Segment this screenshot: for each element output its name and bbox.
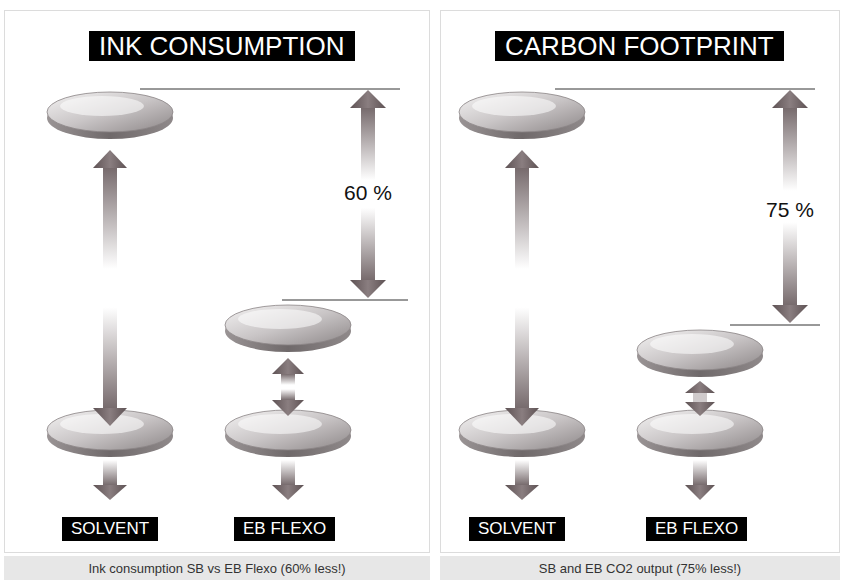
caption-band: SB and EB CO2 output (75% less!) bbox=[440, 556, 840, 580]
box-text: EB FLEXO bbox=[243, 519, 326, 538]
caption-text: SB and EB CO2 output (75% less!) bbox=[539, 561, 741, 576]
process-label-box: SOLVENT bbox=[469, 517, 565, 541]
box-text: SOLVENT bbox=[71, 519, 149, 538]
panel: CARBON FOOTPRINT SOLVENT EB FLEXO bbox=[440, 10, 840, 553]
box-text: EB FLEXO bbox=[655, 519, 738, 538]
panel: INK CONSUMPTION SOLVENT EB FLEXO bbox=[4, 10, 430, 553]
panel-title: INK CONSUMPTION bbox=[89, 31, 355, 61]
process-label-box: EB FLEXO bbox=[234, 517, 335, 541]
box-text: SOLVENT bbox=[478, 519, 556, 538]
process-label-box: SOLVENT bbox=[62, 517, 158, 541]
reference-lines bbox=[140, 89, 820, 325]
percentage-label: 60 % bbox=[341, 181, 395, 205]
caption-text: Ink consumption SB vs EB Flexo (60% less… bbox=[88, 561, 345, 576]
discs bbox=[47, 92, 763, 457]
panel-title: CARBON FOOTPRINT bbox=[495, 31, 784, 61]
percentage-label: 75 % bbox=[763, 198, 817, 222]
arrows bbox=[93, 90, 808, 500]
process-label-box: EB FLEXO bbox=[646, 517, 747, 541]
caption-band: Ink consumption SB vs EB Flexo (60% less… bbox=[4, 556, 430, 580]
